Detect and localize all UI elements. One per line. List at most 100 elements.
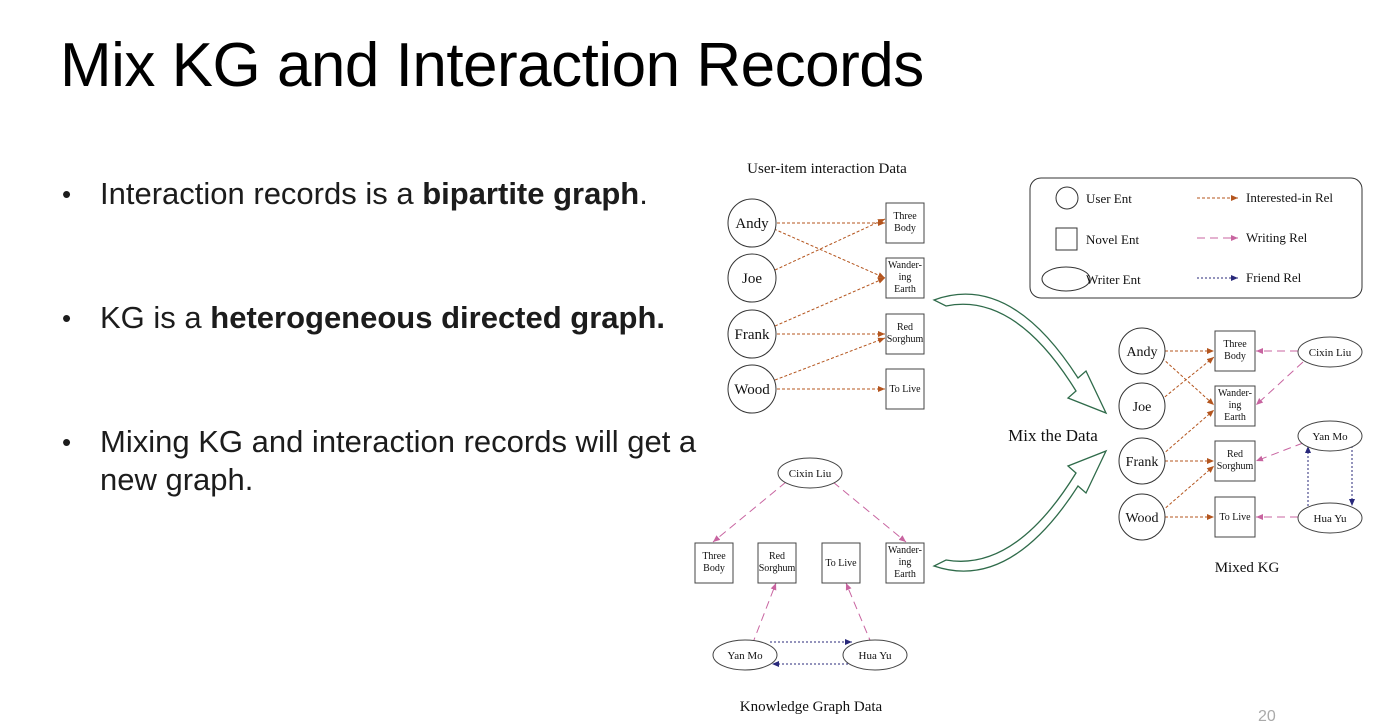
interested-edge: [774, 337, 886, 381]
bullet-bold-text: bipartite graph: [422, 176, 640, 211]
mixed-novel-three-body: Three Body: [1214, 330, 1256, 372]
mixed-writing-edges: [1255, 348, 1304, 520]
novel-to-live: To Live: [885, 368, 925, 410]
user-joe: Joe: [727, 253, 777, 303]
legend-user-label: User Ent: [1086, 191, 1132, 206]
writer-label: Cixin Liu: [789, 468, 832, 480]
user-label: Joe: [742, 271, 762, 287]
novel-label: To Live: [825, 558, 857, 569]
legend-friend-label: Friend Rel: [1246, 270, 1302, 285]
writer-label: Cixin Liu: [1309, 347, 1352, 359]
legend: User Ent Novel Ent Writer Ent Interested…: [1029, 177, 1363, 299]
novel-label: Three: [1223, 339, 1247, 350]
mixed-novel-red-sorghum: Red Sorghum: [1214, 440, 1256, 482]
legend-user-icon: [1055, 186, 1079, 210]
bullet-bold-text: heterogeneous directed graph.: [210, 300, 666, 335]
bullet-text: Interaction records is a: [100, 176, 423, 211]
bullet-text-end: .: [639, 176, 648, 211]
writing-edges: [712, 481, 907, 646]
novel-red-sorghum-kg: Red Sorghum: [757, 542, 797, 584]
novel-label: Red: [769, 551, 785, 562]
bullet-item: KG is a heterogeneous directed graph.: [62, 299, 702, 337]
novel-label: Body: [703, 563, 725, 574]
interested-edge: [1161, 357, 1215, 406]
user-andy: Andy: [727, 198, 777, 248]
slide-title: Mix KG and Interaction Records: [60, 31, 924, 100]
novel-label: Three: [702, 551, 726, 562]
writer-hua-yu: Hua Yu: [842, 639, 908, 671]
legend-writer-label: Writer Ent: [1086, 272, 1141, 287]
writer-cixin-liu: Cixin Liu: [777, 457, 843, 489]
novel-three-body-kg: Three Body: [694, 542, 734, 584]
interested-edge: [773, 228, 886, 279]
writing-edge: [751, 582, 777, 646]
legend-interested-label: Interested-in Rel: [1246, 190, 1333, 205]
mixed-user-joe: Joe: [1118, 382, 1166, 430]
friend-edges: [770, 639, 852, 667]
novel-three-body: Three Body: [885, 202, 925, 244]
writer-label: Yan Mo: [727, 650, 763, 662]
mixed-user-wood: Wood: [1118, 493, 1166, 541]
writing-edge: [1255, 361, 1304, 406]
interested-edge: [774, 277, 886, 327]
user-label: Frank: [1126, 455, 1159, 470]
novel-label: Body: [894, 223, 916, 234]
mixed-user-frank: Frank: [1118, 437, 1166, 485]
novel-label: Body: [1224, 351, 1246, 362]
legend-novel-label: Novel Ent: [1086, 232, 1139, 247]
novel-label: To Live: [1219, 512, 1251, 523]
mix-arrow-bottom: [932, 449, 1108, 572]
novel-label: Wander-: [888, 260, 922, 271]
mix-arrow-top: [932, 293, 1108, 415]
bullet-text: KG is a: [100, 300, 211, 335]
novel-label: Earth: [894, 569, 916, 580]
writer-label: Yan Mo: [1312, 431, 1348, 443]
novel-label: ing: [1229, 400, 1242, 411]
mixed-interested-edges: [1160, 348, 1215, 520]
novel-wandering-earth: Wander- ing Earth: [885, 257, 925, 299]
mixed-writer-cixin-liu: Cixin Liu: [1297, 336, 1363, 368]
legend-writer-icon: [1041, 266, 1091, 292]
user-label: Wood: [1125, 511, 1158, 526]
novel-red-sorghum: Red Sorghum: [885, 313, 925, 355]
mixed-user-andy: Andy: [1118, 327, 1166, 375]
mixed-friend-edges: [1305, 446, 1355, 506]
bullet-item: Interaction records is a bipartite graph…: [62, 175, 702, 213]
writing-edge: [712, 481, 787, 543]
novel-label: Earth: [1224, 412, 1246, 423]
novel-label: Wander-: [888, 545, 922, 556]
interested-edge: [1161, 409, 1215, 456]
novel-label: Sorghum: [887, 334, 924, 345]
novel-label: Red: [897, 322, 913, 333]
interested-edge: [1161, 465, 1215, 512]
user-label: Andy: [1126, 345, 1157, 360]
interested-edge: [774, 218, 886, 271]
legend-writing-label: Writing Rel: [1246, 230, 1308, 245]
writing-edge: [832, 481, 907, 543]
mixed-writer-yan-mo: Yan Mo: [1297, 420, 1363, 452]
user-wood: Wood: [727, 364, 777, 414]
interaction-data-title: User-item interaction Data: [747, 161, 907, 177]
writer-label: Hua Yu: [859, 650, 892, 662]
writing-edge: [1255, 442, 1304, 462]
writer-label: Hua Yu: [1314, 513, 1347, 525]
mix-arrows: [932, 293, 1108, 572]
novel-label: Three: [893, 211, 917, 222]
page-number: 20: [1258, 708, 1276, 725]
novel-label: To Live: [889, 384, 921, 395]
user-label: Andy: [735, 216, 769, 232]
mixed-writer-hua-yu: Hua Yu: [1297, 502, 1363, 534]
mixed-kg-title: Mixed KG: [1215, 560, 1280, 576]
user-frank: Frank: [727, 309, 777, 359]
novel-label: Sorghum: [759, 563, 796, 574]
novel-label: Red: [1227, 449, 1243, 460]
bullet-item: Mixing KG and interaction records will g…: [62, 423, 702, 499]
mixed-novel-to-live: To Live: [1214, 496, 1256, 538]
novel-label: Sorghum: [1217, 461, 1254, 472]
kg-data-title: Knowledge Graph Data: [740, 699, 883, 715]
novel-to-live-kg: To Live: [821, 542, 861, 584]
writing-edge: [845, 582, 873, 646]
user-label: Wood: [734, 382, 770, 398]
user-label: Frank: [735, 327, 770, 343]
